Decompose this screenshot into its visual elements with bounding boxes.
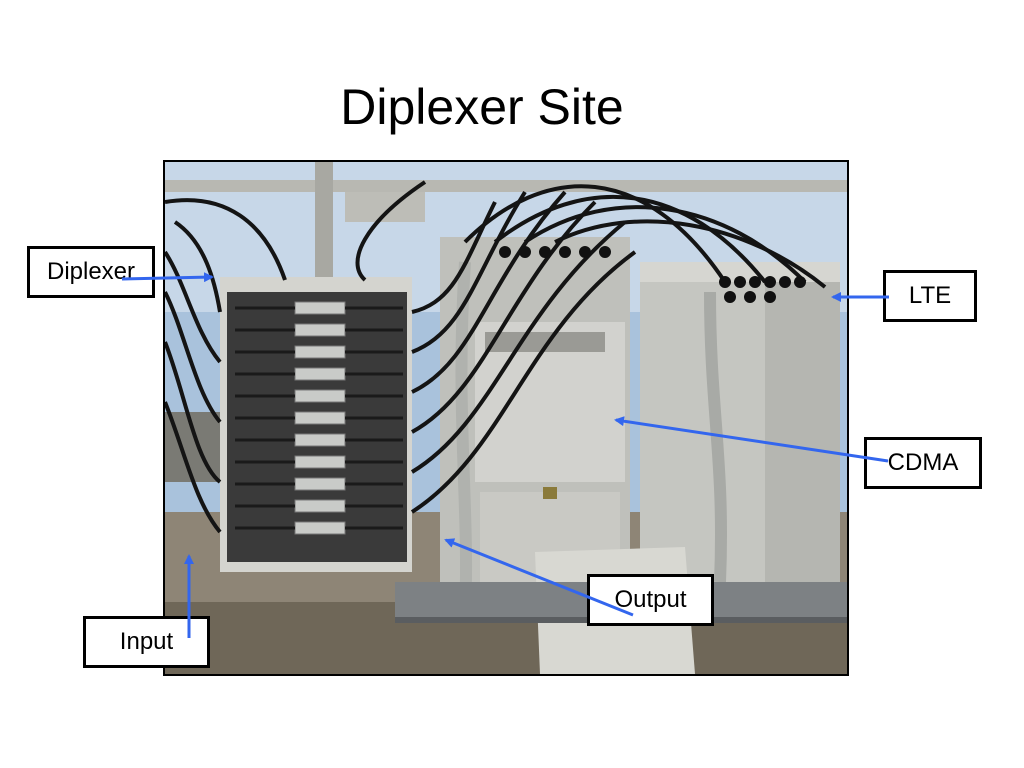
callout-cdma: CDMA bbox=[864, 437, 982, 489]
site-photo-illustration bbox=[165, 162, 847, 674]
slide-title: Diplexer Site bbox=[340, 79, 624, 135]
callout-input: Input bbox=[83, 616, 210, 668]
callout-diplexer: Diplexer bbox=[27, 246, 155, 298]
callout-lte: LTE bbox=[883, 270, 977, 322]
callout-output: Output bbox=[587, 574, 714, 626]
site-photo bbox=[163, 160, 849, 676]
